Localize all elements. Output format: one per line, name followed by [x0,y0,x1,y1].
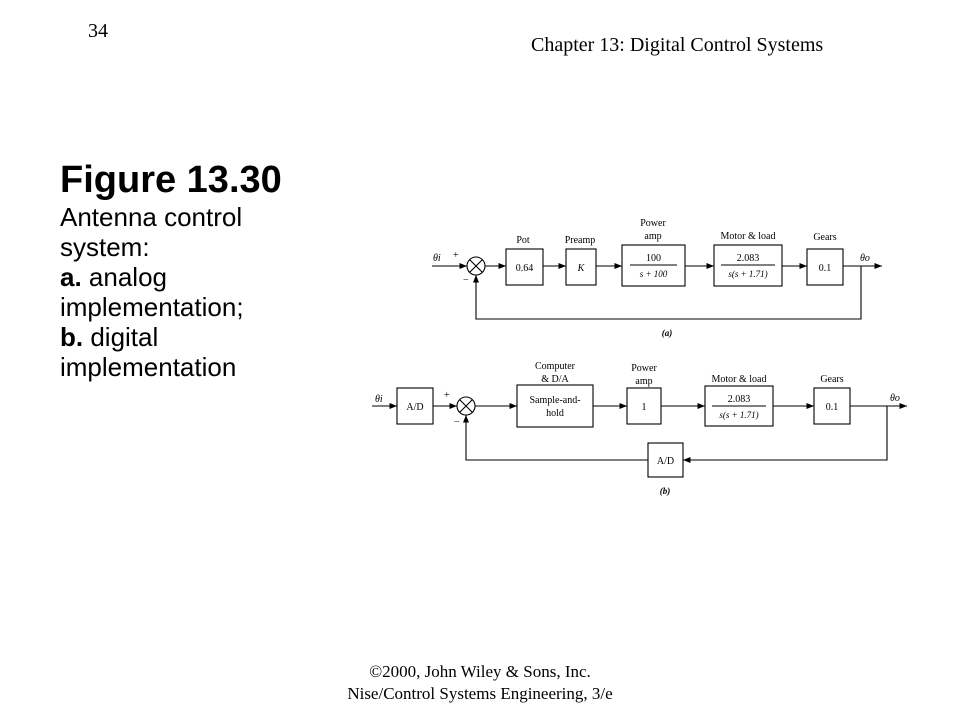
diagram-b-part-label: (b) [660,486,671,496]
diagram-b-feedback-path [462,415,648,461]
figure-caption: Figure 13.30 Antenna control system: a. … [60,158,360,382]
diagram-b-motor-label: Motor & load [712,374,767,385]
caption-part-a-text: analog [81,262,167,292]
diagram-a-input-label: θi [433,253,441,264]
page-number: 34 [88,20,108,42]
diagram-a-motor-denominator: s(s + 1.71) [728,269,767,279]
diagram-b-motor-denominator: s(s + 1.71) [719,410,758,420]
diagram-a-output-label: θo [860,253,870,264]
diagram-b: θi A/D + − Computer & D/A Sample-and- ho… [372,361,907,496]
chapter-title: Chapter 13: Digital Control Systems [531,34,824,56]
diagram-b-output-label: θo [890,393,900,404]
caption-line: a. analog [60,262,360,292]
figure-title: Figure 13.30 [60,159,282,201]
diagram-b-power-amp-label: Power [631,363,657,374]
caption-part-b-marker: b. [60,322,84,352]
diagram-b-gears-label: Gears [820,374,843,385]
diagram-a: θi + − Pot 0.64 Preamp K Power amp 100 s… [432,218,882,338]
diagram-a-motor-numerator: 2.083 [737,253,760,264]
diagram-a-power-amp-numerator: 100 [646,253,661,264]
diagram-a-feedback-path [472,266,862,320]
diagram-a-power-amp-denominator: s + 100 [640,269,668,279]
caption-part-b-text: digital [83,322,159,352]
caption-part-a-marker: a. [60,262,82,292]
caption-line: system: [60,232,150,262]
diagram-a-summing-junction [466,256,486,276]
diagram-b-input-ad-block [396,387,434,425]
diagram-b-computer-label: Computer [535,361,576,372]
diagram-b-gears-block [813,387,851,425]
diagram-b-sample-hold-block [516,384,594,428]
diagram-b-input-ad-label: A/D [406,402,423,413]
diagram-a-gears-gain: 0.1 [819,263,832,274]
book-title-line: Nise/Control Systems Engineering, 3/e [347,684,613,703]
diagram-b-sum-plus: + [444,390,450,401]
diagram-b-sample-hold-text: hold [546,408,564,419]
diagram-a-motor-label: Motor & load [721,231,776,242]
diagram-a-gears-label: Gears [813,232,836,243]
diagram-a-preamp-block [565,248,597,286]
footer: ©2000, John Wiley & Sons, Inc. Nise/Cont… [0,661,960,705]
diagram-b-gears-gain: 0.1 [826,402,839,413]
caption-line: implementation; [60,292,244,322]
diagram-b-power-amp-label: amp [635,376,652,387]
diagram-b-input-label: θi [375,394,383,405]
block-diagram: θi + − Pot 0.64 Preamp K Power amp 100 s… [372,218,907,496]
diagram-a-pot-label: Pot [516,235,530,246]
diagram-a-sum-minus: − [463,275,469,286]
diagram-b-feedback-path [683,406,888,464]
caption-line: b. digital [60,322,360,352]
diagram-b-motor-numerator: 2.083 [728,394,751,405]
diagram-a-power-amp-label: amp [644,231,661,242]
diagram-a-preamp-label: Preamp [565,235,596,246]
diagram-b-sum-minus: − [454,417,460,428]
diagram-a-power-amp-label: Power [640,218,666,229]
diagram-b-summing-junction [456,396,476,416]
diagram-b-power-amp-gain: 1 [642,402,647,413]
copyright-line: ©2000, John Wiley & Sons, Inc. [369,662,591,681]
diagram-a-preamp-gain: K [577,263,586,274]
caption-line: Antenna control [60,202,243,232]
diagram-a-pot-block [505,248,544,286]
diagram-a-gears-block [806,248,844,286]
diagram-a-part-label: (a) [662,328,673,338]
diagram-b-feedback-ad-label: A/D [657,456,674,467]
diagram-a-sum-plus: + [453,250,459,261]
diagram-b-computer-label: & D/A [541,374,569,385]
diagram-b-sample-hold-text: Sample-and- [529,395,580,406]
caption-line: implementation [60,352,237,382]
diagram-a-pot-gain: 0.64 [516,263,534,274]
